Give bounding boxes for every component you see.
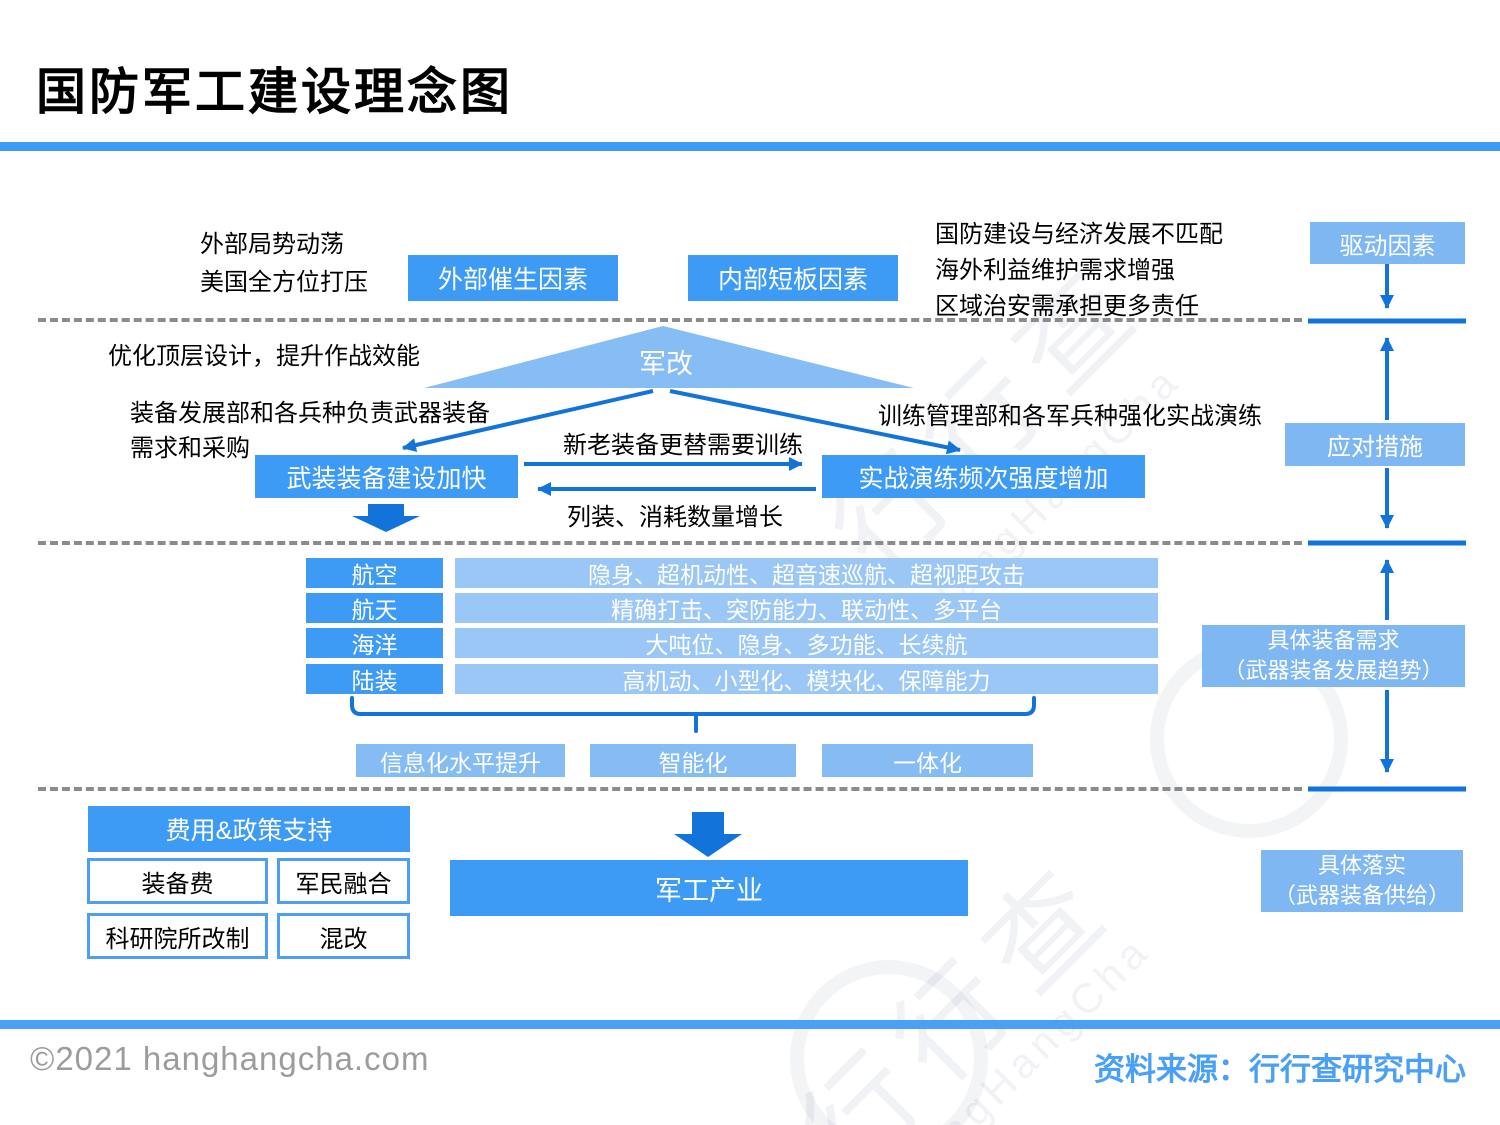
row-label-aerospace: 航天 bbox=[306, 593, 443, 623]
stage-demand-line1: 具体装备需求 bbox=[1267, 628, 1400, 653]
support-item-institute-reform: 科研院所改制 bbox=[87, 913, 268, 959]
stage-implement-line2: （武器装备供给） bbox=[1273, 883, 1450, 908]
row-desc-ocean: 大吨位、隐身、多功能、长续航 bbox=[455, 628, 1158, 658]
top-right-note-1: 国防建设与经济发展不匹配 bbox=[935, 221, 1223, 248]
divider-dashed-2 bbox=[38, 541, 1302, 545]
divider-dashed-3 bbox=[38, 787, 1302, 791]
row-desc-land: 高机动、小型化、模块化、保障能力 bbox=[455, 664, 1158, 694]
top-right-note-2: 海外利益维护需求增强 bbox=[935, 257, 1175, 284]
stage-response-box: 应对措施 bbox=[1285, 423, 1465, 466]
divider-dashed-1 bbox=[38, 318, 1302, 322]
page-title: 国防军工建设理念图 bbox=[36, 64, 513, 120]
top-right-note-3: 区域治安需承担更多责任 bbox=[935, 293, 1199, 320]
support-title-box: 费用&政策支持 bbox=[88, 806, 410, 852]
stage-demand-box: 具体装备需求 （武器装备发展趋势） bbox=[1202, 625, 1465, 687]
reform-left-note-line1: 装备发展部和各兵种负责武器装备 bbox=[130, 400, 490, 427]
external-factor-box: 外部催生因素 bbox=[408, 255, 618, 301]
support-item-mixed-reform: 混改 bbox=[277, 913, 410, 959]
equipment-speedup-box: 武装装备建设加快 bbox=[255, 455, 518, 498]
row-label-ocean: 海洋 bbox=[306, 628, 443, 658]
reform-top-note: 优化顶层设计，提升作战效能 bbox=[108, 343, 420, 370]
watermark-logo-circle-2 bbox=[790, 960, 988, 1125]
trend-informatization-box: 信息化水平提升 bbox=[356, 744, 565, 777]
drill-intensity-box: 实战演练频次强度增加 bbox=[822, 455, 1145, 498]
stage-driving-box: 驱动因素 bbox=[1310, 222, 1465, 264]
stage-implement-box: 具体落实 （武器装备供给） bbox=[1261, 850, 1463, 912]
reform-left-note-line2: 需求和采购 bbox=[130, 435, 250, 462]
footer-divider bbox=[0, 1020, 1500, 1029]
row-desc-aerospace: 精确打击、突防能力、联动性、多平台 bbox=[455, 593, 1158, 623]
row-label-aviation: 航空 bbox=[306, 558, 443, 588]
title-underline bbox=[0, 142, 1500, 151]
copyright-text: ©2021 hanghangcha.com bbox=[30, 1040, 430, 1077]
reform-right-note: 训练管理部和各军兵种强化实战演练 bbox=[878, 403, 1262, 430]
internal-factor-box: 内部短板因素 bbox=[688, 255, 898, 301]
source-text: 资料来源：行行查研究中心 bbox=[1094, 1052, 1466, 1087]
arrow-bottom-label: 列装、消耗数量增长 bbox=[567, 504, 783, 531]
support-item-civil-military: 军民融合 bbox=[277, 858, 410, 904]
fat-arrow-down-icon bbox=[352, 504, 420, 532]
top-left-note-line2: 美国全方位打压 bbox=[200, 269, 368, 296]
reform-triangle-label: 军改 bbox=[639, 349, 693, 379]
fat-arrow-down-industry-icon bbox=[674, 812, 742, 857]
support-item-equipment-fee: 装备费 bbox=[87, 858, 268, 904]
bracket-shape bbox=[350, 696, 1036, 716]
stage-implement-line1: 具体落实 bbox=[1317, 853, 1406, 878]
trend-integration-box: 一体化 bbox=[822, 744, 1033, 777]
industry-box: 军工产业 bbox=[450, 860, 968, 916]
row-label-land: 陆装 bbox=[306, 664, 443, 694]
stage-demand-line2: （武器装备发展趋势） bbox=[1223, 658, 1444, 683]
trend-intelligence-box: 智能化 bbox=[590, 744, 796, 777]
row-desc-aviation: 隐身、超机动性、超音速巡航、超视距攻击 bbox=[455, 558, 1158, 588]
top-left-note-line1: 外部局势动荡 bbox=[200, 231, 344, 258]
arrow-top-label: 新老装备更替需要训练 bbox=[563, 432, 803, 459]
